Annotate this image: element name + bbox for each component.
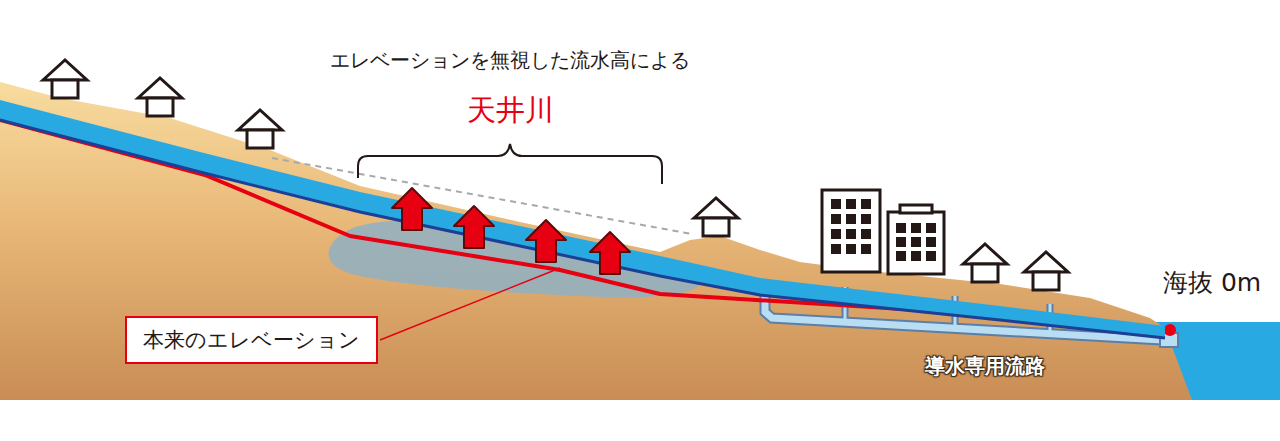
window xyxy=(896,223,906,233)
window xyxy=(846,214,856,224)
window xyxy=(911,237,921,247)
window xyxy=(896,237,906,247)
window xyxy=(846,199,856,209)
window xyxy=(831,244,841,254)
conduit-label: 導水専用流路 xyxy=(925,354,1045,378)
river-bed-line xyxy=(0,120,1165,338)
window xyxy=(926,237,936,247)
rise-arrow xyxy=(392,188,432,230)
bracket xyxy=(358,144,662,184)
sea-level-point xyxy=(1164,324,1176,336)
house xyxy=(1024,252,1068,290)
window xyxy=(861,214,871,224)
window xyxy=(831,229,841,239)
house xyxy=(238,110,282,148)
window xyxy=(861,244,871,254)
window xyxy=(926,223,936,233)
callout-box: 本来のエレベーション xyxy=(125,316,378,364)
window xyxy=(846,229,856,239)
window xyxy=(831,199,841,209)
callout-text: 本来のエレベーション xyxy=(143,326,360,354)
heading-note: エレベーションを無視した流水高による xyxy=(330,48,690,72)
leader-line xyxy=(380,268,560,340)
river xyxy=(0,100,1165,338)
rise-arrow xyxy=(590,232,630,274)
window xyxy=(926,251,936,261)
rise-arrow xyxy=(454,206,494,248)
sea-level-label: 海抜 0m xyxy=(1163,268,1261,298)
ground xyxy=(0,82,1192,400)
rise-arrow xyxy=(526,220,566,262)
window xyxy=(831,214,841,224)
building xyxy=(822,190,880,272)
window xyxy=(911,223,921,233)
window xyxy=(846,244,856,254)
house xyxy=(43,60,87,98)
window xyxy=(911,251,921,261)
river-title: 天井川 xyxy=(467,93,554,128)
window xyxy=(861,229,871,239)
house xyxy=(694,198,738,236)
house xyxy=(138,78,182,116)
window xyxy=(896,251,906,261)
window xyxy=(861,199,871,209)
house xyxy=(963,244,1007,282)
building xyxy=(888,205,944,274)
